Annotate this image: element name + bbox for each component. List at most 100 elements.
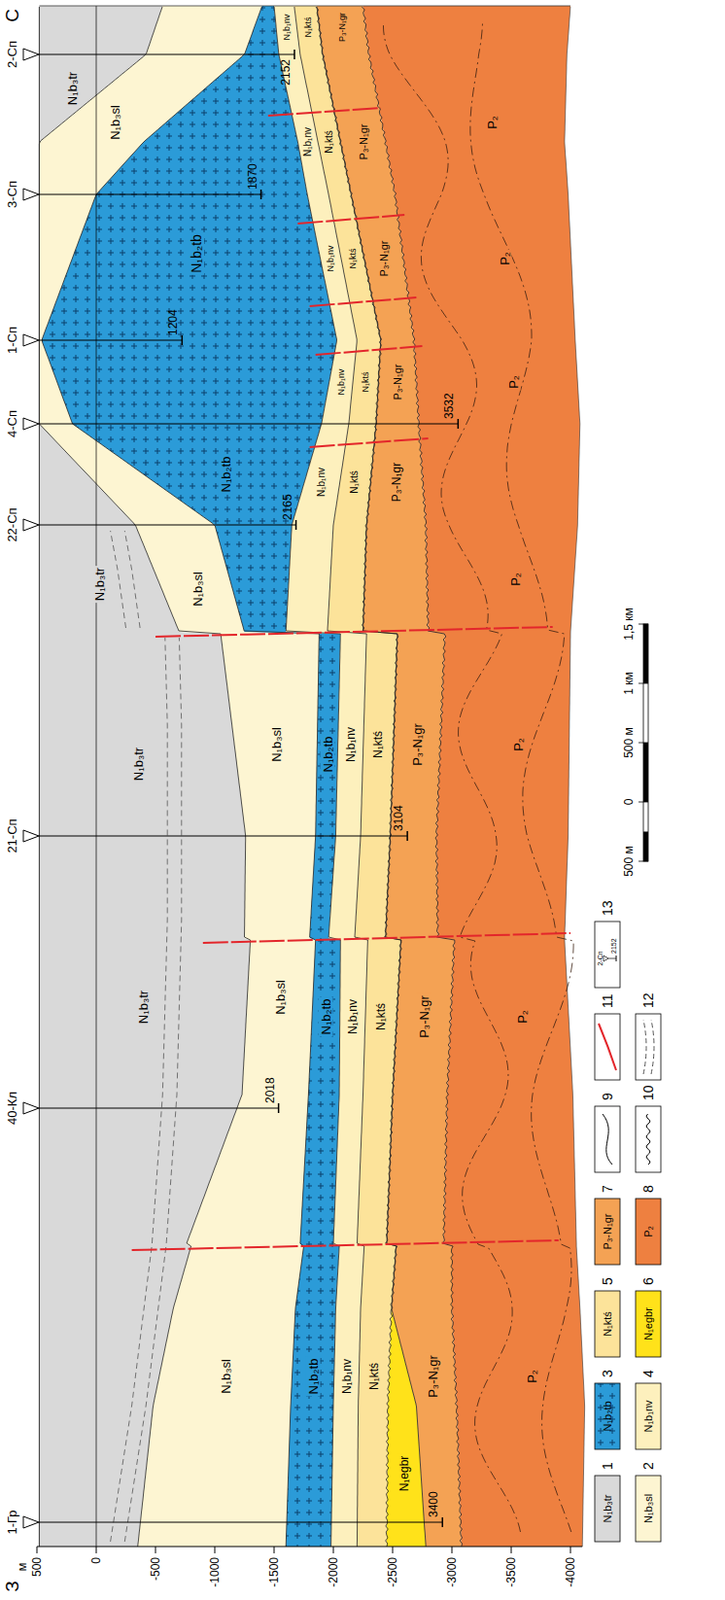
fault-line [310, 438, 429, 448]
well-symbol [23, 1102, 39, 1114]
well-bottom [406, 830, 409, 841]
legend-box [594, 1013, 621, 1080]
section-label: С [1, 6, 23, 25]
axis-tick [155, 1546, 157, 1554]
fold-line [383, 23, 521, 1532]
legend-box [594, 921, 621, 988]
depth-axis [36, 1546, 583, 1548]
fault-line [315, 345, 423, 355]
well-symbol [23, 1516, 39, 1528]
section-label: P₃-N₁gr [377, 239, 390, 279]
section-label: N₁b₃tr [601, 1492, 615, 1525]
well-trace [38, 340, 182, 342]
fault-line [155, 626, 553, 637]
legend-swatch [594, 1382, 621, 1450]
section-label: 3104 [391, 802, 406, 833]
dashed-marker [110, 637, 169, 1542]
section-label: N₁egbr [397, 1453, 412, 1494]
section-label: N₁b₃sl [273, 977, 288, 1017]
strata-boundary [274, 6, 341, 1547]
section-label: N₁b₂tb [217, 454, 233, 495]
legend-number: 5 [599, 1275, 616, 1287]
section-label: N₁b₂tb [601, 1398, 615, 1433]
section-label: P₂ [496, 249, 512, 268]
section-label: -2500 [385, 1554, 400, 1589]
legend-box [635, 1013, 661, 1080]
section-label: 1,5 км [621, 605, 636, 643]
axis-tick [36, 1546, 38, 1554]
fault-line [132, 1240, 559, 1250]
strata-boundary [294, 6, 369, 1547]
well-trace [38, 1521, 443, 1523]
section-label: P₃-N₁gr [409, 721, 424, 768]
section-label: 3400 [426, 1488, 441, 1520]
section-edge [38, 5, 571, 7]
scale-tick [638, 801, 649, 803]
well-bottom [441, 1517, 444, 1527]
legend-box [594, 1105, 621, 1173]
section-label: 500 [30, 1554, 44, 1579]
section-label: 500 м [621, 725, 636, 760]
section-label: P₃-N₁gr [356, 122, 370, 163]
fault-line [310, 297, 417, 307]
section-label: 1-Сп [4, 324, 20, 356]
section-label: P₃-N₁gr [389, 460, 404, 504]
legend-number: 4 [640, 1367, 656, 1380]
section-label: P₂ [524, 1367, 540, 1385]
section-label: N₁b₂tb [188, 232, 205, 276]
dashed-marker [124, 530, 140, 628]
boundary-symbol [602, 1113, 613, 1165]
salt-pattern [594, 1382, 621, 1450]
legend-swatch [635, 1382, 661, 1450]
section-label: N₁b₁nv [642, 1397, 656, 1434]
section-label: N₁b₃tr [131, 745, 146, 783]
fault-line [203, 932, 571, 943]
section-label: N₁ktś [360, 369, 372, 394]
legend-box [635, 1105, 661, 1173]
legend-swatch [594, 1290, 621, 1357]
fault-symbol [598, 1023, 617, 1071]
well-trace [38, 194, 262, 196]
section-label: -2000 [326, 1554, 341, 1589]
section-label: 0 [89, 1554, 104, 1566]
strata-boundary [38, 6, 250, 1547]
section-label: N₁b₃sl [642, 1491, 656, 1525]
legend-number: 7 [599, 1182, 616, 1195]
legend-number: 9 [599, 1090, 616, 1103]
section-label: N₁b₁nv [325, 242, 337, 274]
section-label: -4000 [563, 1554, 578, 1589]
legend-number: 2 [640, 1459, 656, 1472]
legend-number: 13 [599, 897, 616, 918]
axis-tick [214, 1546, 216, 1554]
section-label: 1 км [621, 669, 636, 697]
dashed-marker [110, 530, 127, 628]
section-label: P₂ [508, 570, 523, 588]
well-symbol [23, 48, 39, 61]
well-trace [38, 423, 458, 425]
axis-tick [96, 1546, 98, 1554]
section-label: N₁b₃tr [136, 988, 151, 1026]
legend-swatch [635, 1475, 661, 1542]
well-trace [38, 524, 297, 526]
fold-line [470, 23, 574, 1532]
section-label: P₂ [505, 373, 520, 391]
section-label: N₁ktś [323, 128, 336, 155]
legend-swatch [635, 1290, 661, 1357]
well-trace [38, 835, 408, 837]
dashed-marker-symbol [651, 1019, 655, 1074]
section-label: N₁b₃tr [92, 565, 107, 603]
section-label: N₁b₁nv [315, 465, 328, 499]
strata-layer [41, 5, 341, 1547]
section-label: -1500 [267, 1554, 281, 1589]
section-label: 1-Гр [4, 1507, 20, 1536]
scale-segment [643, 623, 649, 684]
dashed-marker-symbol [643, 1019, 647, 1074]
section-label: P₃-N₁gr [601, 1211, 615, 1252]
section-label: P₂ [642, 1223, 656, 1240]
axis-tick [570, 1546, 572, 1554]
section-label: P₂ [514, 1007, 529, 1026]
strata-boundary [316, 6, 426, 1547]
section-label: 2-Сп [595, 948, 605, 967]
well-symbol [23, 829, 39, 842]
section-label: 2152 [278, 57, 293, 88]
